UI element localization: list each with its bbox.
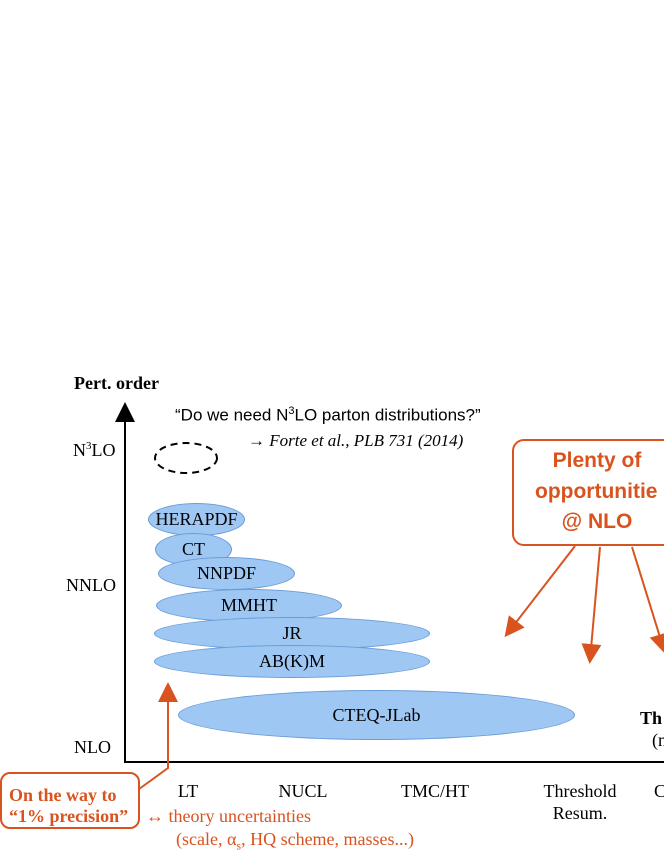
group-nnpdf: NNPDF [158, 557, 295, 590]
x-tick-cut: C [654, 781, 664, 801]
y-tick-n3lo: N3LO [73, 440, 116, 460]
arrow-to-region [504, 545, 576, 638]
group-cteq-jlab: CTEQ-JLab [178, 690, 575, 740]
callout-precision-line2: “1% precision” [9, 806, 129, 826]
callout-opportunities-line2: opportunitie [535, 480, 658, 503]
callout-opportunities-line3: @ NLO [561, 510, 633, 533]
right-cut-label-2: (n [652, 730, 664, 750]
callout-precision [0, 772, 140, 829]
quote-line1: “Do we need N3LO parton distributions?” [175, 405, 481, 425]
y-tick-nlo: NLO [74, 737, 111, 757]
arrow-to-right [631, 546, 664, 654]
x-tick-nucl: NUCL [278, 781, 328, 801]
callout-opportunities [512, 439, 664, 546]
y-axis-title: Pert. order [74, 373, 159, 393]
group-abkm: AB(K)M [154, 645, 430, 678]
uncertainty-line1: ↔ theory uncertainties [146, 806, 311, 826]
x-tick-tmcht: TMC/HT [400, 781, 469, 801]
uncertainty-line2: (scale, αs, HQ scheme, masses...) [176, 829, 415, 853]
y-tick-nnlo: NNLO [66, 575, 116, 595]
callout-precision-line1: On the way to [9, 785, 117, 805]
arrow-from-left-callout [134, 682, 178, 793]
quote-citation: → Forte et al., PLB 731 (2014) [248, 431, 464, 450]
callout-opportunities-line1: Plenty of [552, 449, 642, 472]
group-herapdf: HERAPDF [148, 503, 245, 536]
n3lo-empty-ellipse [154, 442, 218, 474]
arrow-to-threshold [581, 546, 602, 664]
right-cut-label-1: Th [640, 708, 663, 728]
x-tick-lt: LT [177, 781, 199, 801]
